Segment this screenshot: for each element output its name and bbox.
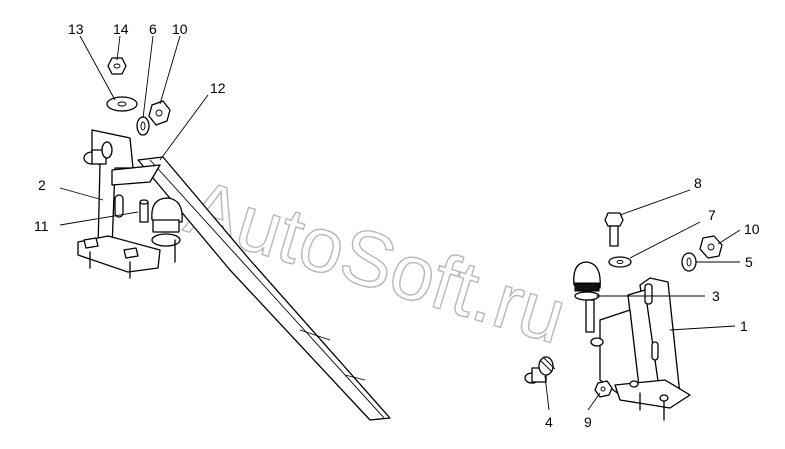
- leader-lines: [59, 35, 741, 411]
- studs-left: [83, 237, 176, 279]
- callout-9: 9: [584, 414, 592, 430]
- bolt-left: [83, 141, 113, 165]
- washer-5: [681, 252, 697, 272]
- callout-labels: 13 14 6 10 12 2 11 8 7 10 5 3 1 4 9: [34, 21, 760, 430]
- callout-4: 4: [545, 414, 553, 430]
- studs-right: [629, 380, 669, 421]
- callout-8: 8: [694, 175, 702, 191]
- callout-11: 11: [34, 218, 49, 234]
- left-assembly: [77, 57, 391, 421]
- nut-9: [594, 380, 613, 398]
- callout-13: 13: [68, 21, 84, 37]
- strap-12: [137, 156, 391, 421]
- rubber-buffer-left: [151, 197, 183, 247]
- callout-14: 14: [113, 21, 129, 37]
- callout-1: 1: [740, 318, 748, 334]
- callout-5: 5: [745, 254, 753, 270]
- nut-10-left: [148, 100, 171, 126]
- callout-12: 12: [210, 80, 226, 96]
- bolt-8: [604, 212, 624, 247]
- right-assembly: [524, 212, 723, 421]
- callout-7: 7: [708, 207, 716, 223]
- callout-10-right: 10: [744, 221, 760, 237]
- washer-13: [106, 96, 138, 112]
- nut-14: [107, 57, 127, 75]
- washer-6: [136, 116, 150, 136]
- nut-10-right: [699, 235, 723, 259]
- pin-11: [139, 199, 149, 223]
- callout-6: 6: [149, 21, 157, 37]
- callout-2: 2: [38, 177, 46, 193]
- rubber-buffer-3: [573, 261, 601, 333]
- callout-10-left: 10: [172, 21, 188, 37]
- washer-7: [608, 256, 632, 268]
- bolt-4: [524, 356, 556, 384]
- callout-3: 3: [712, 288, 720, 304]
